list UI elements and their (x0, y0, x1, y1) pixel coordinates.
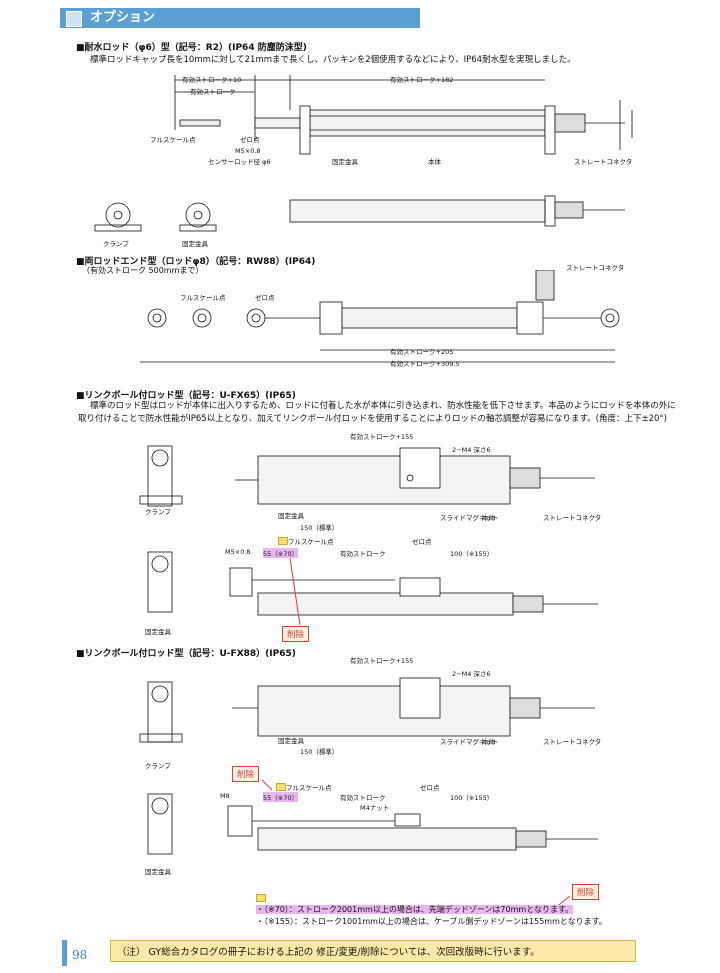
section-text-fx65-1: 標準のロッド型はロッドが本体に出入りするため、ロッドに付着した水が本体に引き込ま… (90, 401, 676, 411)
label-zero-rw88: ゼロ点 (255, 294, 275, 302)
label-straight-fx88: ストレートコネクタ (543, 738, 602, 746)
drawing-r2 (94, 75, 633, 232)
label-eff-fx65: 有効ストローク (340, 550, 386, 558)
label-m8: M8 (220, 792, 230, 800)
label-eff-fx88: 有効ストローク (340, 794, 386, 802)
label-straight-rw88: ストレートコネクタ (566, 264, 625, 272)
label-clamp-fx65: クランプ (145, 508, 171, 516)
label-zero-fx88: ゼロ点 (420, 784, 440, 792)
label-eff-plus182: 有効ストローク+182 (390, 76, 454, 84)
revision-note-bar: （注） GY総合カタログの冊子における上記の 修正/変更/削除については、次回改… (110, 940, 636, 962)
label-note70-b: 55（※70） (263, 792, 298, 802)
section-text-fx65-2: 取り付けることで防水性能がIP65以上となり、加えてリンクボール付ロッドを使用す… (78, 414, 667, 424)
label-fix-fx65b: 固定金具 (145, 628, 171, 636)
label-straight-fx65: ストレートコネクタ (543, 514, 602, 522)
label-m5-a: M5×0.8 (225, 548, 251, 556)
page-number-bar (62, 940, 67, 966)
label-fullscale-r2: フルスケール点 (150, 136, 196, 144)
delete-callout-3[interactable]: 削除 (572, 884, 600, 900)
label-note155-b: 100（※155） (450, 794, 494, 802)
label-fix-fx88b: 固定金具 (145, 868, 171, 876)
drawing-fx88 (139, 677, 598, 855)
label-m4-b: 2−M4 深さ6 (452, 670, 491, 678)
label-slidemag-fx65: スライドマグネット (440, 514, 499, 522)
revision-note-text: （注） GY総合カタログの冊子における上記の 修正/変更/削除については、次回改… (117, 947, 540, 958)
section-heading-rw88: ■両ロッドエンド型（ロッドφ8）（記号：RW88）(IP64) (76, 257, 316, 267)
footnote-155: ・（※155）：ストローク1001mm以上の場合は、ケーブル側デッドゾーンは15… (256, 917, 607, 926)
page-title: オプション (90, 10, 156, 25)
comment-sticky-1[interactable] (278, 537, 288, 545)
label-note155-a: 100（※155） (450, 550, 494, 558)
label-zero-fx65: ゼロ点 (412, 538, 432, 546)
label-fullscale-fx65: フルスケール点 (288, 538, 334, 546)
label-body-r2: 本体 (428, 158, 441, 166)
label-m5: M5×0.8 (235, 147, 261, 155)
label-clamp-fx88: クランプ (145, 762, 171, 770)
label-m4-a: 2−M4 深さ6 (452, 446, 491, 454)
section-sub-rw88: （有効ストローク 500mmまで） (82, 266, 204, 275)
label-zero-r2: ゼロ点 (240, 136, 260, 144)
comment-sticky-3[interactable] (256, 894, 266, 902)
section-heading-fx65: ■リンクボール付ロッド型（記号：U-FX65）(IP65) (76, 391, 296, 401)
label-std150-b: 150（標準） (300, 748, 339, 756)
label-note70-a: 55（※70） (263, 548, 298, 558)
section-heading-fx88: ■リンクボール付ロッド型（記号：U-FX88）(IP65) (76, 649, 296, 659)
label-fix-fx88: 固定金具 (278, 737, 304, 745)
label-fix-r2: 固定金具 (332, 158, 358, 166)
label-eff-r2: 有効ストローク (190, 88, 236, 96)
section-heading-r2: ■耐水ロッド（φ6）型（記号：R2）(IP64 防塵防沫型) (76, 43, 307, 53)
label-slidemag-fx88: スライドマグネット (440, 738, 499, 746)
label-straight-r2: ストレートコネクタ (574, 158, 633, 166)
label-fix-fx65: 固定金具 (278, 512, 304, 520)
label-eff-plus155-b: 有効ストローク+155 (350, 657, 414, 665)
label-m4nut: M4ナット (360, 804, 390, 812)
label-fullscale-fx88: フルスケール点 (286, 784, 332, 792)
label-clamp-r2: クランプ (103, 240, 129, 248)
label-eff-plus10: 有効ストローク+10 (182, 76, 242, 84)
delete-callout-1[interactable]: 削除 (282, 626, 310, 642)
section-text-r2: 標準ロッドキャップ長を10mmに対して21mmまで長くし、パッキンを2個使用する… (90, 55, 576, 65)
label-fullscale-rw88: フルスケール点 (180, 294, 226, 302)
header-square-icon (66, 11, 82, 27)
label-sensor-rod: センサーロッド径 φ6 (208, 158, 271, 166)
label-eff-plus3095: 有効ストローク+309.5 (390, 360, 460, 368)
label-eff-plus155-a: 有効ストローク+155 (350, 433, 414, 441)
label-fix-r2b: 固定金具 (182, 240, 208, 248)
comment-sticky-2[interactable] (276, 783, 286, 791)
label-body-fx65: 本体 (482, 514, 495, 522)
label-body-fx88: 本体 (482, 738, 495, 746)
footnote-70: ・（※70）：ストローク2001mm以上の場合は、先端デッドゾーンは70mmとな… (256, 905, 574, 914)
drawing-rw88 (140, 270, 620, 363)
label-std150-a: 150（標準） (300, 524, 339, 532)
label-eff-plus205: 有効ストローク+205 (390, 348, 454, 356)
delete-callout-2[interactable]: 削除 (232, 766, 260, 782)
drawing-fx65 (139, 445, 598, 616)
page-number: 98 (72, 948, 88, 962)
section-header-bar (60, 8, 420, 28)
